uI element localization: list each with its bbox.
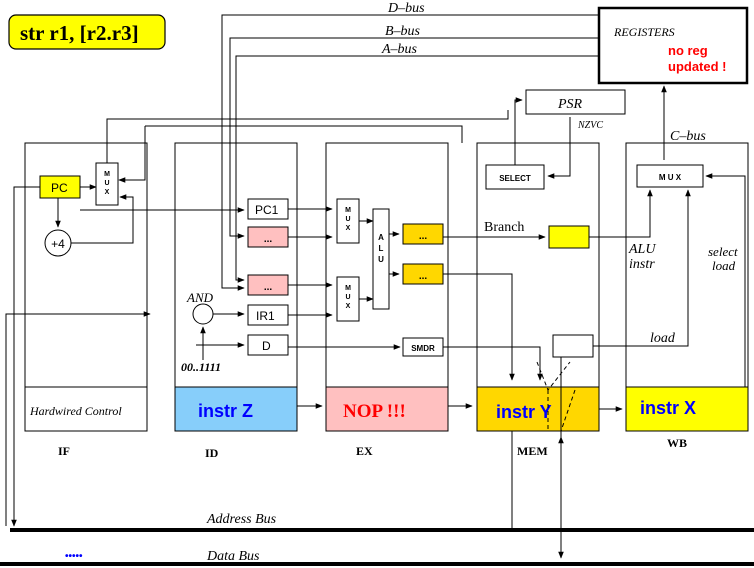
title-box <box>8 14 166 50</box>
id-dots-label-2: ... <box>264 282 273 293</box>
branch-register <box>548 225 590 249</box>
pc1-label: PC1 <box>255 203 279 217</box>
select-load-label-1: select <box>708 244 738 259</box>
registers-box <box>597 6 749 85</box>
mem-dashed-paths <box>536 361 576 432</box>
mem-wiring <box>511 97 746 548</box>
ex-instr-box <box>325 386 449 432</box>
c-bus-label: C–bus <box>670 129 706 144</box>
ex-dots-box-1 <box>402 223 444 245</box>
wb-stage-label: WB <box>667 436 687 450</box>
wb-mux-label: M U X <box>659 173 682 182</box>
pc-label: PC <box>51 181 68 195</box>
registers-note-1: no reg <box>668 43 708 58</box>
ex-wiring <box>297 218 546 409</box>
if-stage-label: IF <box>58 444 70 458</box>
wb-instr-label: instr X <box>640 398 696 418</box>
psr-flags: NZVC <box>577 120 603 131</box>
mask-label: 00..1111 <box>181 360 221 374</box>
wb-instr-box <box>625 386 749 432</box>
alu-instr-label-1: ALU <box>628 242 656 257</box>
hardwired-control-box <box>24 386 148 432</box>
ellipsis-dots: ••••• <box>65 551 83 562</box>
b-bus-label: B–bus <box>385 24 421 39</box>
a-bus-label: A–bus <box>381 42 418 57</box>
ir1-label: IR1 <box>256 309 275 323</box>
data-bus-label: Data Bus <box>206 549 260 564</box>
address-bus-label: Address Bus <box>206 512 277 527</box>
id-stage-label: ID <box>205 446 219 460</box>
registers-label: REGISTERS <box>613 25 675 39</box>
select-label: SELECT <box>499 174 531 183</box>
ex-instr-label: NOP !!! <box>343 401 406 422</box>
if-wiring <box>11 110 509 527</box>
registers-note-2: updated ! <box>668 59 727 74</box>
id-instr-box <box>174 386 298 432</box>
ex-stage-label: EX <box>356 444 373 458</box>
and-gate <box>192 303 214 325</box>
alu <box>372 208 390 310</box>
load-label: load <box>650 331 676 346</box>
mem-instr-box <box>476 386 600 432</box>
load-register <box>552 334 594 358</box>
smdr-label: SMDR <box>411 344 435 353</box>
wb-mux <box>636 164 704 188</box>
title-text: str r1, [r2.r3] <box>20 21 139 45</box>
id-instr-label: instr Z <box>198 401 253 421</box>
d-register <box>247 334 289 356</box>
mem-instr-label: instr Y <box>496 402 552 422</box>
plus4-label: +4 <box>51 237 65 251</box>
alu-instr-label-2: instr <box>629 257 655 272</box>
mem-stage-label: MEM <box>517 444 548 458</box>
register-buses <box>221 14 599 291</box>
psr-label: PSR <box>557 97 583 112</box>
hardwired-control-label: Hardwired Control <box>29 404 122 418</box>
ex-dots-label-2: ... <box>419 271 428 282</box>
branch-label: Branch <box>484 220 524 235</box>
d-label: D <box>262 339 271 353</box>
and-label: AND <box>186 290 214 305</box>
id-wiring <box>5 206 401 526</box>
psr-register <box>525 89 626 115</box>
select-load-label-2: load <box>712 258 736 273</box>
id-dots-label-1: ... <box>264 234 273 245</box>
d-bus-label: D–bus <box>387 1 425 16</box>
ex-dots-label-1: ... <box>419 231 428 242</box>
